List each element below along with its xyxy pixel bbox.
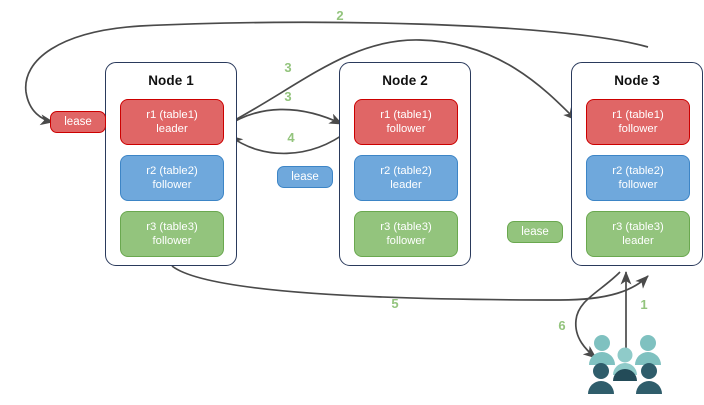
replica-role: leader — [156, 123, 188, 135]
people-group-icon — [588, 335, 662, 394]
replica-name: r1 (table1) — [146, 109, 198, 121]
node-box-1[interactable]: Node 1 r1 (table1) leader r2 (table2) fo… — [105, 62, 237, 266]
people-front-row — [588, 363, 662, 394]
lease-label: lease — [64, 116, 92, 128]
replica-n1-r2[interactable]: r2 (table2) follower — [120, 155, 224, 201]
replica-n1-r1[interactable]: r1 (table1) leader — [120, 99, 224, 145]
replica-name: r1 (table1) — [380, 109, 432, 121]
replica-name: r1 (table1) — [612, 109, 664, 121]
replica-role: follower — [152, 179, 192, 191]
replica-n1-r3[interactable]: r3 (table3) follower — [120, 211, 224, 257]
node-box-3[interactable]: Node 3 r1 (table1) follower r2 (table2) … — [571, 62, 703, 266]
edge-5-path — [171, 265, 649, 301]
replica-name: r3 (table3) — [380, 221, 432, 233]
lease-badge-blue[interactable]: lease — [277, 166, 333, 188]
replica-n3-r1[interactable]: r1 (table1) follower — [586, 99, 690, 145]
edge-label-5: 5 — [391, 296, 399, 311]
replica-role: follower — [386, 123, 426, 135]
replica-name: r3 (table3) — [612, 221, 664, 233]
people-front-center — [613, 369, 637, 381]
replica-name: r3 (table3) — [146, 221, 198, 233]
replica-n3-r3[interactable]: r3 (table3) leader — [586, 211, 690, 257]
node-title: Node 2 — [382, 73, 428, 88]
node-box-2[interactable]: Node 2 r1 (table1) follower r2 (table2) … — [339, 62, 471, 266]
replica-role: leader — [390, 179, 422, 191]
lease-badge-red[interactable]: lease — [50, 111, 106, 133]
node-title: Node 3 — [614, 73, 660, 88]
replica-role: follower — [152, 235, 192, 247]
replica-role: follower — [386, 235, 426, 247]
replica-name: r2 (table2) — [146, 165, 198, 177]
edge-label-2: 2 — [336, 8, 344, 23]
node-title: Node 1 — [148, 73, 194, 88]
replica-role: follower — [618, 179, 658, 191]
replica-n2-r1[interactable]: r1 (table1) follower — [354, 99, 458, 145]
lease-label: lease — [521, 226, 549, 238]
replica-n3-r2[interactable]: r2 (table2) follower — [586, 155, 690, 201]
replica-role: leader — [622, 235, 654, 247]
edge-label-3a: 3 — [284, 60, 292, 75]
replica-n2-r2[interactable]: r2 (table2) leader — [354, 155, 458, 201]
replica-role: follower — [618, 123, 658, 135]
edge-label-6: 6 — [558, 318, 566, 333]
edge-label-3b: 3 — [284, 89, 292, 104]
lease-badge-green[interactable]: lease — [507, 221, 563, 243]
edge-label-4: 4 — [287, 130, 295, 145]
edge-label-1: 1 — [640, 297, 648, 312]
people-back-row — [589, 335, 661, 365]
replica-name: r2 (table2) — [380, 165, 432, 177]
replica-n2-r3[interactable]: r3 (table3) follower — [354, 211, 458, 257]
edge-3-short-path — [223, 108, 343, 129]
replica-name: r2 (table2) — [612, 165, 664, 177]
lease-label: lease — [291, 171, 319, 183]
